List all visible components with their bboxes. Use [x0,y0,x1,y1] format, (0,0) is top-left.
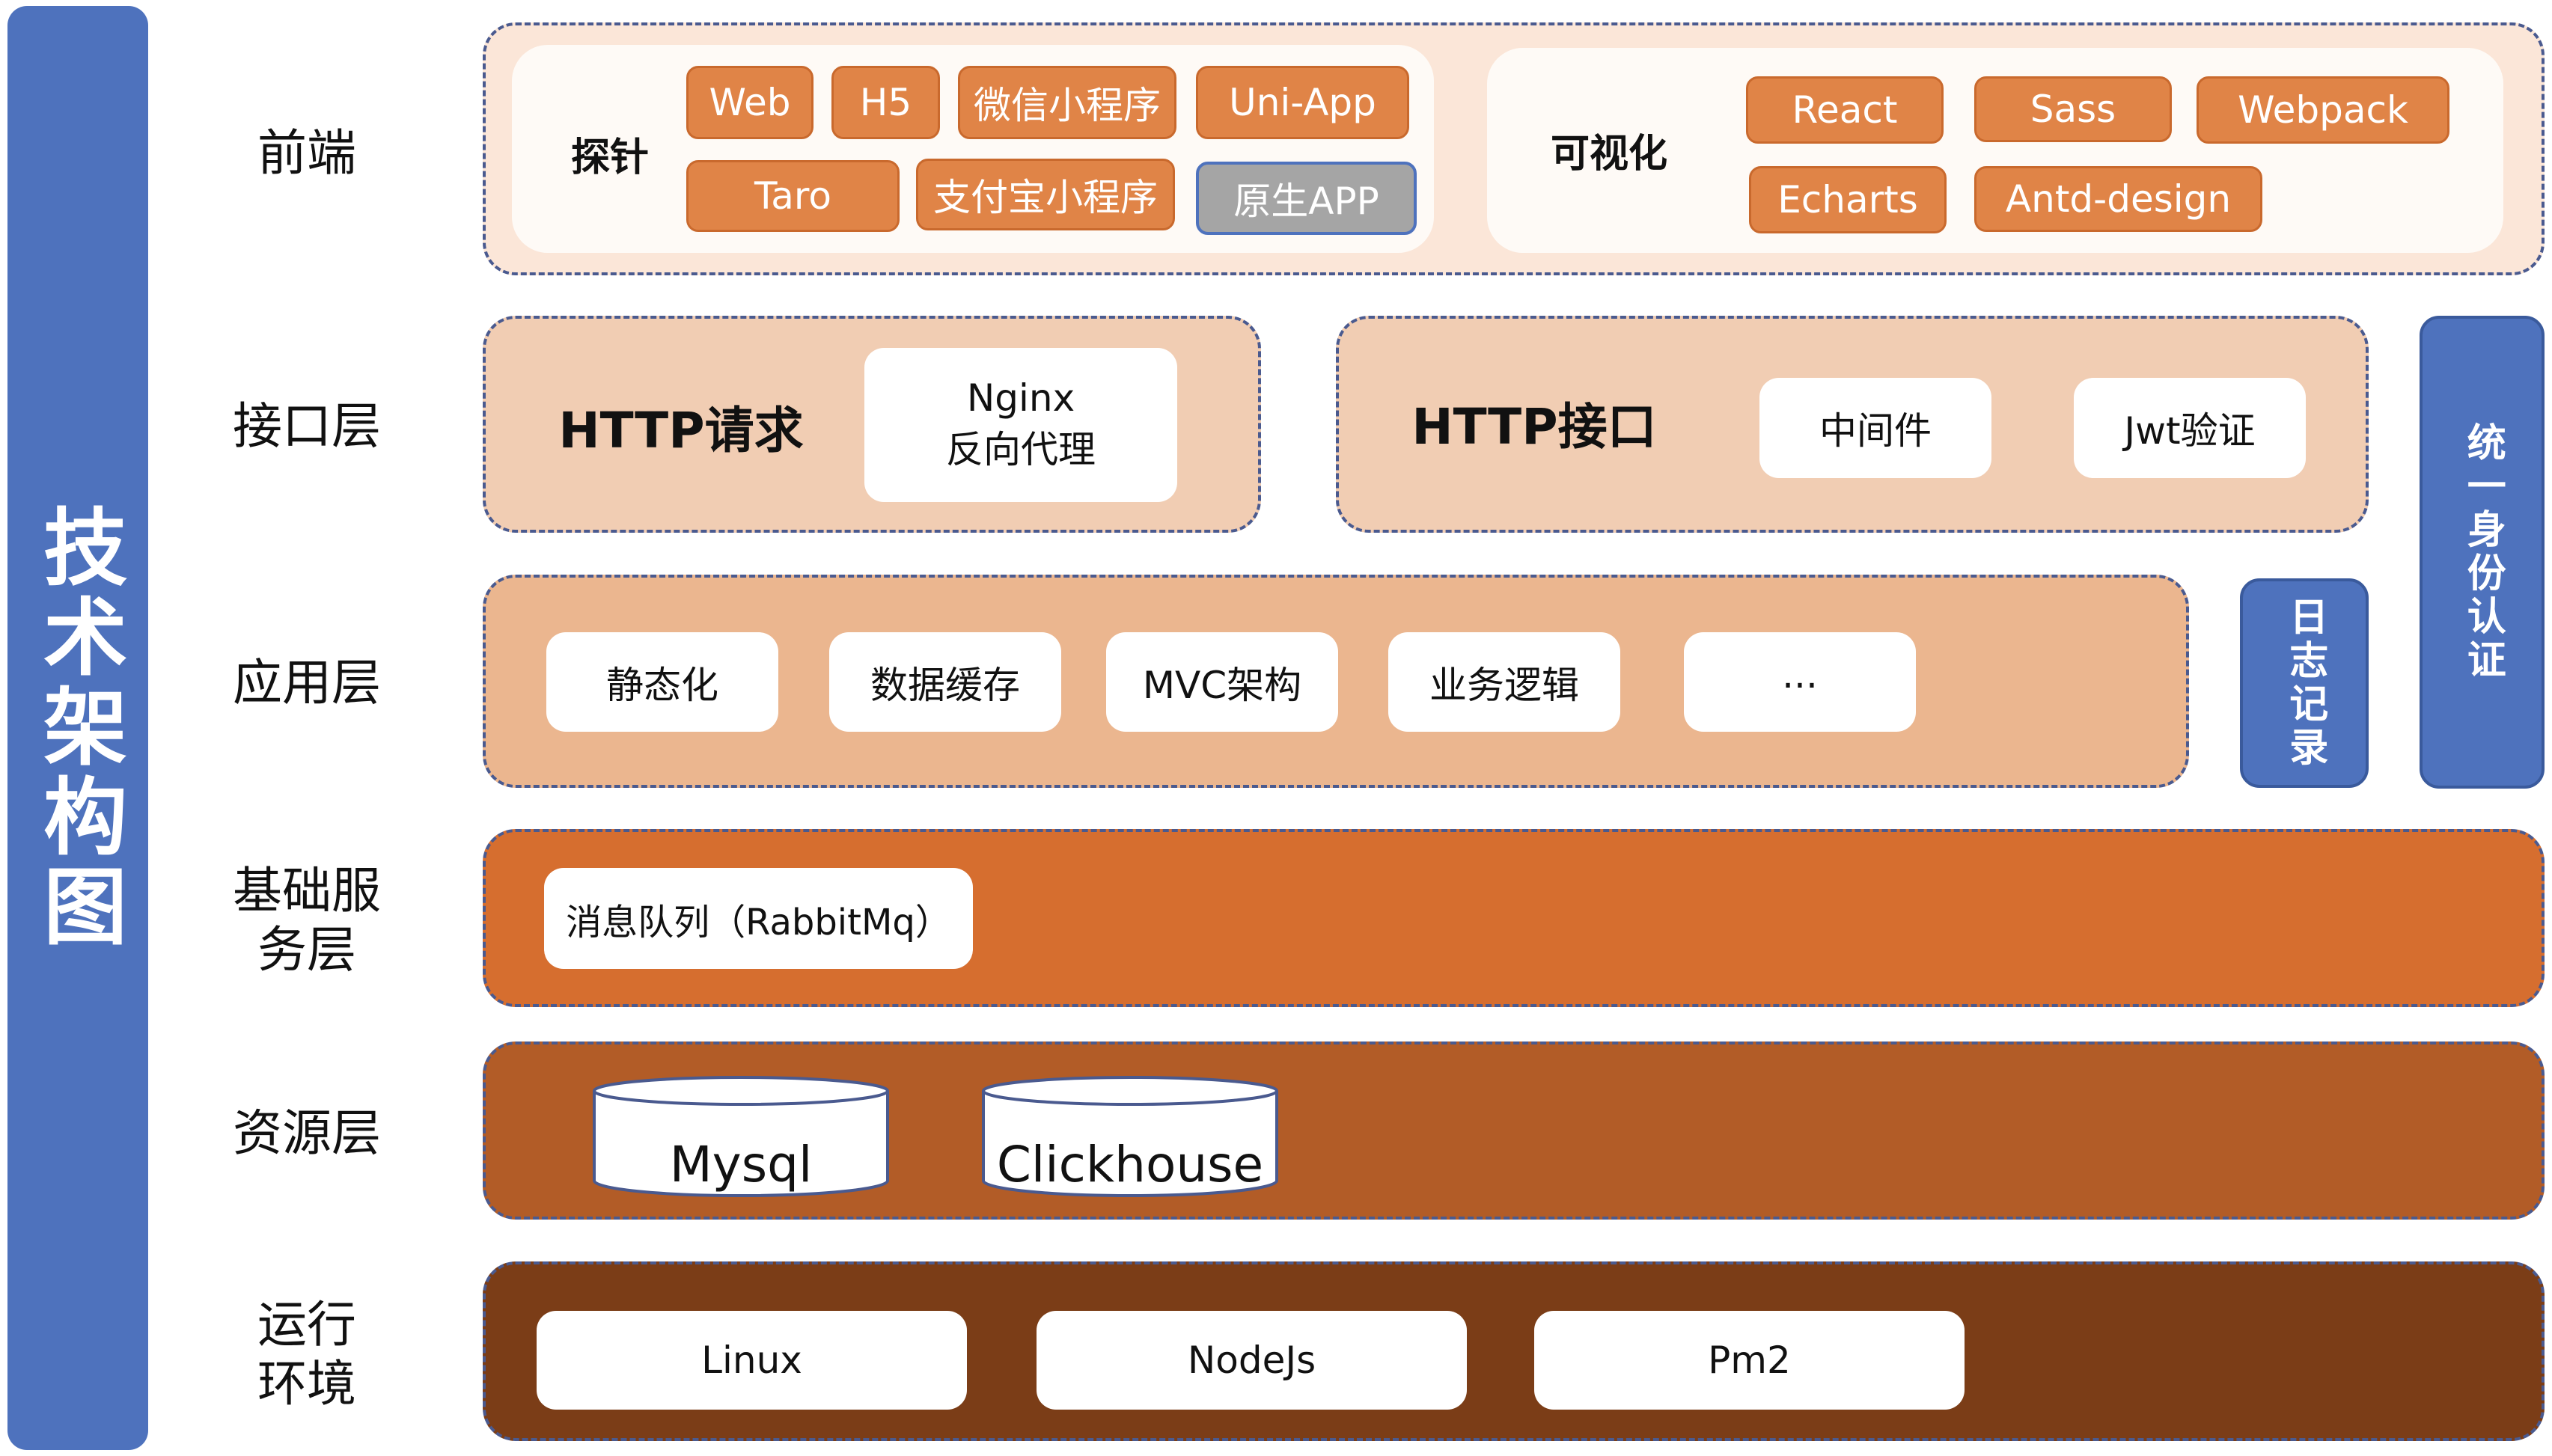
chip-uni-app: Uni-App [1196,66,1409,139]
chip-alipay-miniprogram: 支付宝小程序 [916,159,1175,230]
chip-react: React [1746,76,1944,144]
middleware-box: 中间件 [1759,378,1991,478]
mysql-cylinder: Mysql [591,1074,891,1199]
jwt-auth-box: Jwt验证 [2074,378,2306,478]
unified-auth-label: 统一身份认证 [2460,422,2506,682]
log-record-label: 日志记录 [2282,596,2327,770]
runtime-linux-box: Linux [537,1311,967,1410]
nginx-label: Nginx [966,376,1075,420]
runtime-nodejs-box: NodeJs [1037,1311,1467,1410]
app-more-box: ... [1684,632,1916,732]
reverse-proxy-label: 反向代理 [946,428,1096,471]
app-business-logic-box: 业务逻辑 [1388,632,1620,732]
log-record-pill: 日志记录 [2240,578,2369,788]
layer-label-runtime: 运行环境 [257,1295,356,1413]
chip-h5: H5 [831,66,940,139]
clickhouse-cylinder: Clickhouse [980,1074,1280,1199]
mysql-label: Mysql [669,1135,813,1193]
message-queue-box: 消息队列（RabbitMq） [544,868,973,969]
nginx-box: Nginx 反向代理 [864,348,1177,502]
unified-auth-pill: 统一身份认证 [2420,316,2545,789]
layer-label-interface: 接口层 [233,397,381,456]
visualization-title: 可视化 [1550,131,1667,177]
chip-antd-design: Antd-design [1974,166,2262,232]
chip-wechat-miniprogram: 微信小程序 [958,66,1176,139]
app-mvc-box: MVC架构 [1106,632,1338,732]
app-cache-box: 数据缓存 [829,632,1061,732]
clickhouse-label: Clickhouse [996,1135,1264,1193]
runtime-pm2-box: Pm2 [1534,1311,1965,1410]
layer-label-base-service: 基础服务层 [233,861,381,979]
diagram-title: 技术架构图 [7,6,148,1450]
chip-sass: Sass [1974,76,2172,142]
chip-taro: Taro [686,160,900,232]
chip-web: Web [686,66,813,139]
layer-label-application: 应用层 [233,654,381,712]
chip-native-app: 原生APP [1196,162,1417,235]
app-static-box: 静态化 [546,632,778,732]
chip-webpack: Webpack [2197,76,2449,144]
layer-label-frontend: 前端 [257,124,356,183]
http-api-title: HTTP接口 [1411,398,1657,456]
chip-echarts: Echarts [1749,166,1947,233]
probe-title: 探针 [570,135,649,180]
layer-label-resource: 资源层 [233,1104,381,1163]
http-request-title: HTTP请求 [558,402,804,459]
